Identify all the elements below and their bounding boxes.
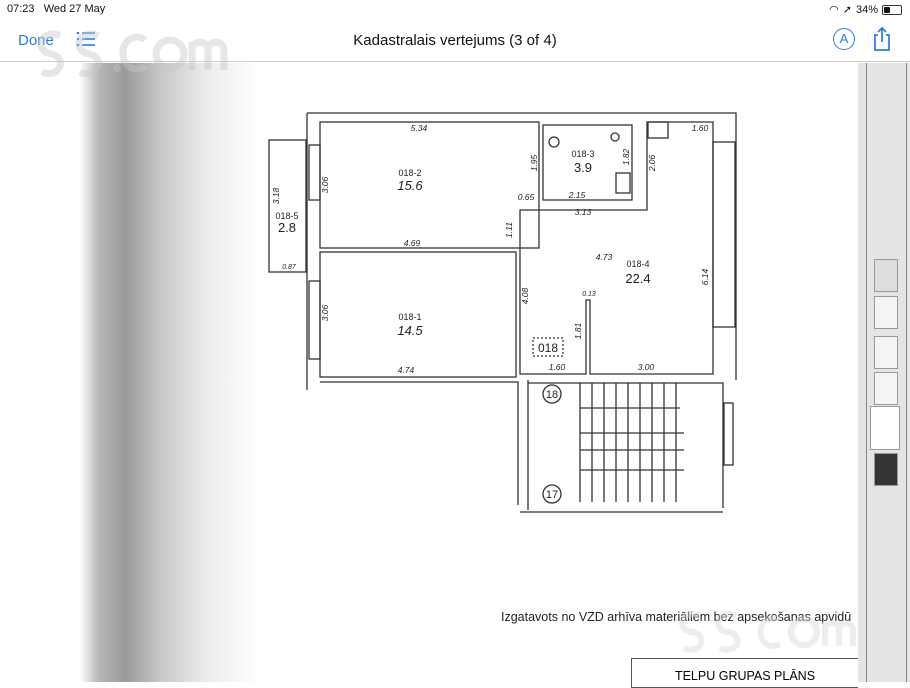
floor-marker: 17: [546, 489, 558, 501]
page-thumbnail-sidebar[interactable]: [858, 63, 910, 682]
dimension-label: 2.15: [568, 190, 586, 200]
dimension-label: 0.13: [582, 291, 596, 298]
dimension-label: 3.00: [638, 362, 655, 372]
apartment-number: 018: [538, 341, 558, 355]
room-area: 3.9: [574, 160, 592, 175]
room-id: 018-5: [275, 211, 298, 221]
scan-shadow: [80, 63, 260, 682]
dimension-label: 4.69: [404, 238, 421, 248]
room-area: 22.4: [625, 271, 650, 286]
list-icon[interactable]: [76, 30, 96, 48]
dimension-label: 4.08: [520, 287, 530, 304]
dimension-label: 0.65: [518, 192, 535, 202]
dimension-label: 3.06: [320, 304, 330, 321]
dimension-label: 1.11: [504, 222, 514, 238]
dimension-label: 1.95: [529, 154, 539, 171]
battery-icon: [882, 4, 902, 15]
dimension-label: 0.87: [282, 264, 297, 271]
dimension-label: 4.74: [398, 365, 415, 375]
status-time: 07:23 Wed 27 May: [7, 3, 106, 15]
page-thumbnail[interactable]: [874, 453, 898, 486]
page-thumbnail[interactable]: [874, 372, 898, 405]
location-icon: ➚: [842, 4, 852, 16]
title-box: TELPU GRUPAS PLĀNS: [631, 658, 858, 688]
dimension-label: 5.34: [411, 123, 428, 133]
plan-note: Izgatavots no VZD arhīva materiāliem bez…: [501, 610, 852, 624]
document-title: Kadastralais vertejums (3 of 4): [353, 32, 557, 49]
floor-marker: 18: [546, 389, 558, 401]
dimension-label: 1.82: [621, 148, 631, 165]
page-thumbnail[interactable]: [874, 296, 898, 329]
room-id: 018-3: [571, 149, 594, 159]
markup-icon[interactable]: A: [833, 28, 855, 50]
share-icon[interactable]: [872, 26, 892, 52]
room-id: 018-1: [398, 312, 421, 322]
dimension-label: 2.06: [647, 154, 657, 172]
page-thumbnail-current[interactable]: [870, 406, 900, 450]
dimension-label: 3.06: [320, 176, 330, 193]
room-id: 018-2: [398, 168, 421, 178]
page-thumbnail[interactable]: [874, 259, 898, 292]
done-button[interactable]: Done: [18, 32, 54, 49]
room-area: 15.6: [397, 178, 423, 193]
status-bar: 07:23 Wed 27 May ◠➚34%: [0, 0, 910, 18]
dimension-label: 4.73: [596, 252, 613, 262]
navigation-bar: Done Kadastralais vertejums (3 of 4) A: [0, 18, 910, 62]
dimension-label: 1.60: [692, 123, 709, 133]
dimension-label: 3.18: [271, 187, 281, 204]
dimension-label: 1.81: [573, 322, 583, 339]
battery-percent: 34%: [855, 3, 878, 16]
room-id: 018-4: [626, 259, 649, 269]
wifi-icon: ◠: [829, 4, 839, 16]
room-area: 14.5: [397, 323, 423, 338]
room-area: 2.8: [278, 220, 296, 235]
page-thumbnail[interactable]: [874, 336, 898, 369]
dimension-label: 1.60: [549, 362, 566, 372]
dimension-label: 3.13: [575, 207, 592, 217]
dimension-label: 6.14: [700, 268, 710, 285]
